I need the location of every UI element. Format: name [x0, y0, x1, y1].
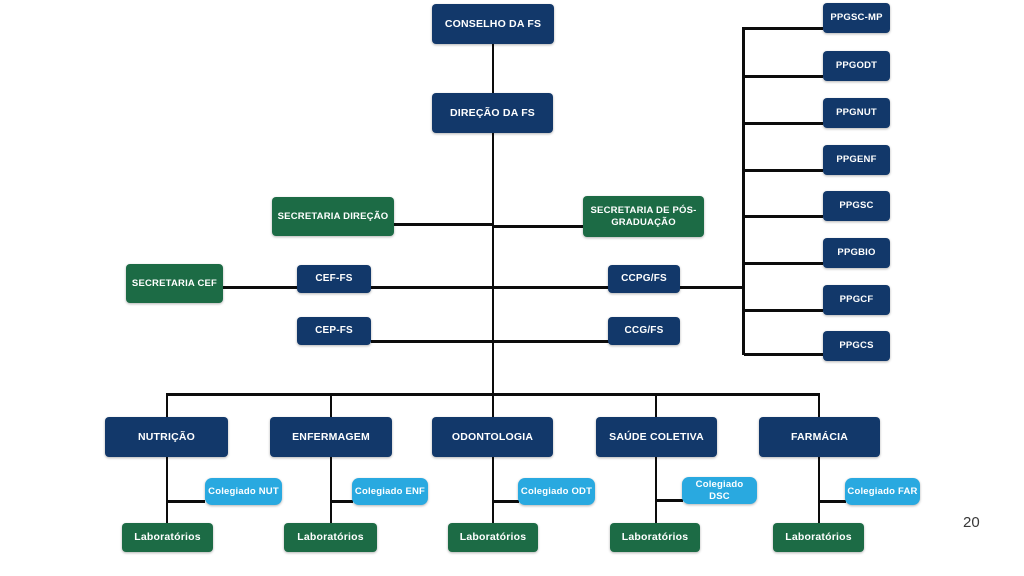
node-cep-fs: CEP-FS	[297, 317, 371, 345]
connector-cep-ccg-row	[371, 340, 609, 343]
connector-departments-bar	[165, 393, 820, 396]
node-cef-fs: CEF-FS	[297, 265, 371, 293]
connector-sub-farmacia	[817, 457, 820, 523]
node-ppgcs: PPGCS	[823, 331, 890, 361]
connector-ppg-8	[744, 353, 823, 356]
connector-secretaria-direcao	[394, 223, 493, 226]
lab-saude-coletiva: Laboratórios	[610, 523, 700, 552]
connector-ppg-trunk	[742, 27, 745, 355]
lab-nutricao: Laboratórios	[122, 523, 213, 552]
lab-farmacia: Laboratórios	[773, 523, 864, 552]
node-ppgcf: PPGCF	[823, 285, 890, 315]
connector-sub-saude	[654, 457, 657, 523]
connector-ppg-2	[744, 75, 823, 78]
lab-odontologia: Laboratórios	[448, 523, 538, 552]
connector-sub-nutricao	[165, 457, 168, 523]
connector-sub-odontologia	[491, 457, 494, 523]
node-ppgnut: PPGNUT	[823, 98, 890, 128]
connector-ppg-1	[744, 27, 823, 30]
dept-enfermagem: ENFERMAGEM	[270, 417, 392, 457]
connector-colegiado-odt	[492, 500, 519, 503]
connector-ccpg-to-ppg	[680, 286, 744, 289]
connector-cef-ccpg-row	[371, 286, 609, 289]
connector-stub-enfermagem	[329, 395, 332, 417]
connector-colegiado-dsc	[655, 499, 683, 502]
connector-ppg-7	[744, 309, 823, 312]
connector-stub-saude	[654, 395, 657, 417]
colegiado-enf: Colegiado ENF	[352, 478, 428, 505]
node-secretaria-cef: SECRETARIA CEF	[126, 264, 223, 303]
colegiado-nut: Colegiado NUT	[205, 478, 282, 505]
connector-stub-farmacia	[817, 395, 820, 417]
colegiado-dsc: Colegiado DSC	[682, 477, 757, 504]
node-direcao-da-fs: DIREÇÃO DA FS	[432, 93, 553, 133]
node-conselho-da-fs: CONSELHO DA FS	[432, 4, 554, 44]
connector-ppg-3	[744, 122, 823, 125]
connector-colegiado-far	[818, 500, 846, 503]
dept-nutricao: NUTRIÇÃO	[105, 417, 228, 457]
node-ppgbio: PPGBIO	[823, 238, 890, 268]
connector-trunk-main	[491, 133, 494, 417]
connector-ppg-6	[744, 262, 823, 265]
lab-enfermagem: Laboratórios	[284, 523, 377, 552]
node-ppgenf: PPGENF	[823, 145, 890, 175]
node-secretaria-pos-graduacao: SECRETARIA DE PÓS-GRADUAÇÃO	[583, 196, 704, 237]
connector-secretaria-cef	[223, 286, 298, 289]
connector-ppg-4	[744, 169, 823, 172]
colegiado-far: Colegiado FAR	[845, 478, 920, 505]
connector-trunk-top	[491, 44, 494, 93]
node-ppgsc-mp: PPGSC-MP	[823, 3, 890, 33]
dept-saude-coletiva: SAÚDE COLETIVA	[596, 417, 717, 457]
connector-sub-enfermagem	[329, 457, 332, 523]
connector-secretaria-pos	[492, 225, 584, 228]
node-ccg-fs: CCG/FS	[608, 317, 680, 345]
colegiado-odt: Colegiado ODT	[518, 478, 595, 505]
node-secretaria-direcao: SECRETARIA DIREÇÃO	[272, 197, 394, 236]
connector-stub-nutricao	[165, 395, 168, 417]
connector-ppg-5	[744, 215, 823, 218]
dept-farmacia: FARMÁCIA	[759, 417, 880, 457]
dept-odontologia: ODONTOLOGIA	[432, 417, 553, 457]
node-ppgodt: PPGODT	[823, 51, 890, 81]
connector-colegiado-enf	[330, 500, 353, 503]
node-ccpg-fs: CCPG/FS	[608, 265, 680, 293]
node-ppgsc: PPGSC	[823, 191, 890, 221]
page-number: 20	[963, 514, 980, 531]
connector-colegiado-nut	[166, 500, 205, 503]
